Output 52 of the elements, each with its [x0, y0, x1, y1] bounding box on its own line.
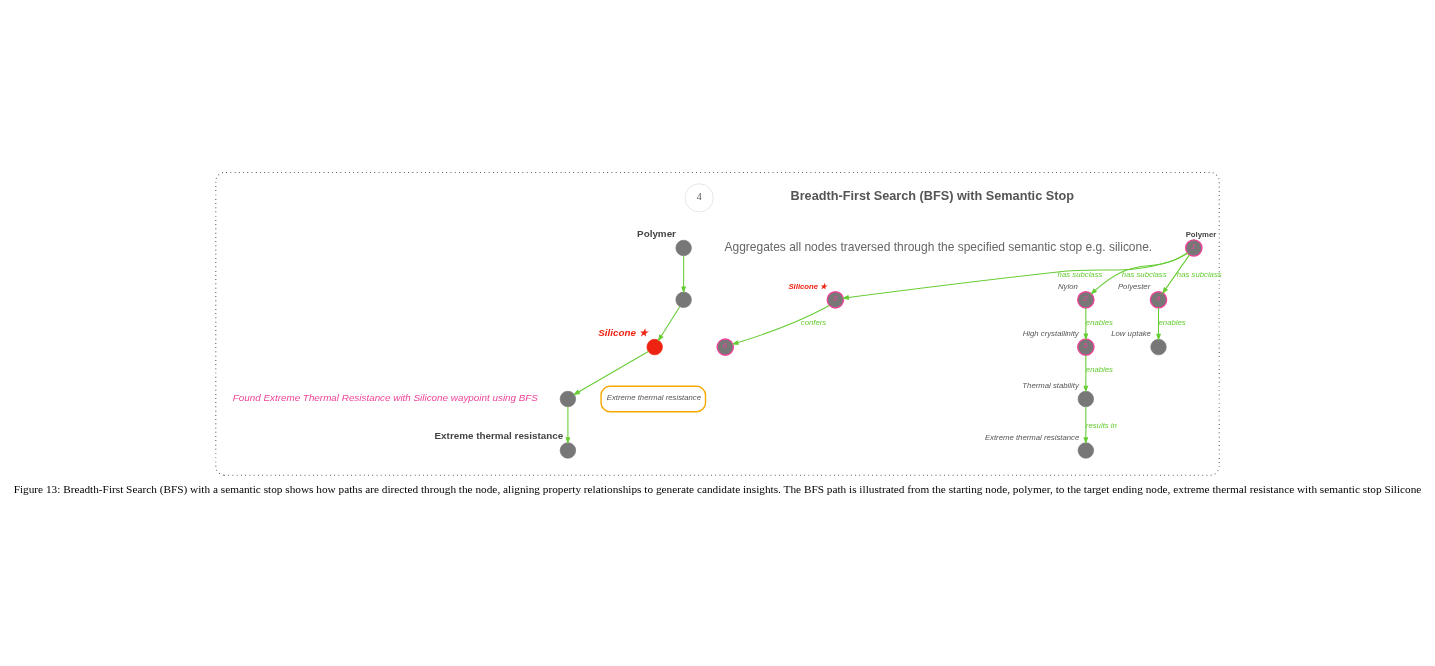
node-label: Silicone ★ [598, 326, 648, 338]
edge-label: enables [1158, 317, 1186, 327]
node-box: Extreme thermal resistance [600, 385, 707, 413]
node-circle [1077, 390, 1094, 408]
arrow [841, 252, 1188, 300]
arrow [565, 406, 571, 445]
node-circle: 4 [1149, 291, 1168, 309]
cluster [215, 171, 1220, 476]
node-circle [675, 239, 692, 257]
node-label: Extreme thermal resistance [434, 430, 564, 442]
arrow [1083, 307, 1089, 341]
node-circle: 1 [1185, 239, 1203, 257]
arrow [1161, 254, 1190, 295]
node-circle [1150, 339, 1167, 356]
node-circle [675, 291, 692, 308]
label: Aggregates all nodes traversed through the specified semantic stop e.g. silicone. [724, 239, 1153, 254]
arrow [731, 304, 830, 345]
node-circle [559, 442, 577, 459]
arrow [681, 255, 687, 294]
node-circle: 3 [826, 291, 845, 309]
arrow [572, 351, 649, 396]
label: Breadth-First Search (BFS) with Semantic Stop [790, 189, 1074, 204]
arrow [657, 306, 681, 342]
edge-label: has subclass [1057, 270, 1103, 280]
node-circle [646, 339, 663, 356]
node-circle [1077, 442, 1094, 459]
label: Found Extreme Thermal Resistance with Silicone waypoint using BFS [232, 391, 538, 403]
node-circle: 2 [1077, 291, 1095, 309]
node-circle: 4 [684, 183, 714, 213]
node-circle [559, 390, 577, 408]
arrow [1156, 307, 1161, 341]
edge-label: enables [1085, 317, 1113, 327]
node-label: Nylon [1057, 281, 1078, 291]
node-label: High crystallinity [1022, 329, 1079, 339]
node-label: Polymer [1185, 229, 1217, 239]
arrow [1083, 354, 1089, 393]
edge-label: has subclass [1176, 270, 1222, 280]
node-label: Polymer [637, 227, 676, 239]
node-label: Extreme thermal resistance [984, 432, 1080, 442]
edge-label: confers [800, 317, 827, 327]
arrow [1090, 252, 1188, 295]
node-circle: 5 [1077, 338, 1095, 356]
edge-label: enables [1085, 365, 1113, 375]
node-label: Polyester [1117, 281, 1151, 291]
arrow [1083, 406, 1089, 445]
node-label: Silicone ★ [788, 281, 828, 291]
node-label: Low uptake [1111, 329, 1151, 339]
node-label: Thermal stability [1022, 381, 1079, 391]
edge-label: results in [1085, 421, 1117, 431]
caption: Figure 13: Breadth-First Search (BFS) with a semantic stop shows how paths are directed through the node, aligning property relationships to generate candidate insights. The BFS path is illustrated from the starting node, polymer, to the target ending node, extreme thermal resistance with semantic stop Silicone [13, 482, 1422, 495]
edge-label: has subclass [1121, 270, 1167, 280]
node-circle: 6 [716, 338, 735, 356]
